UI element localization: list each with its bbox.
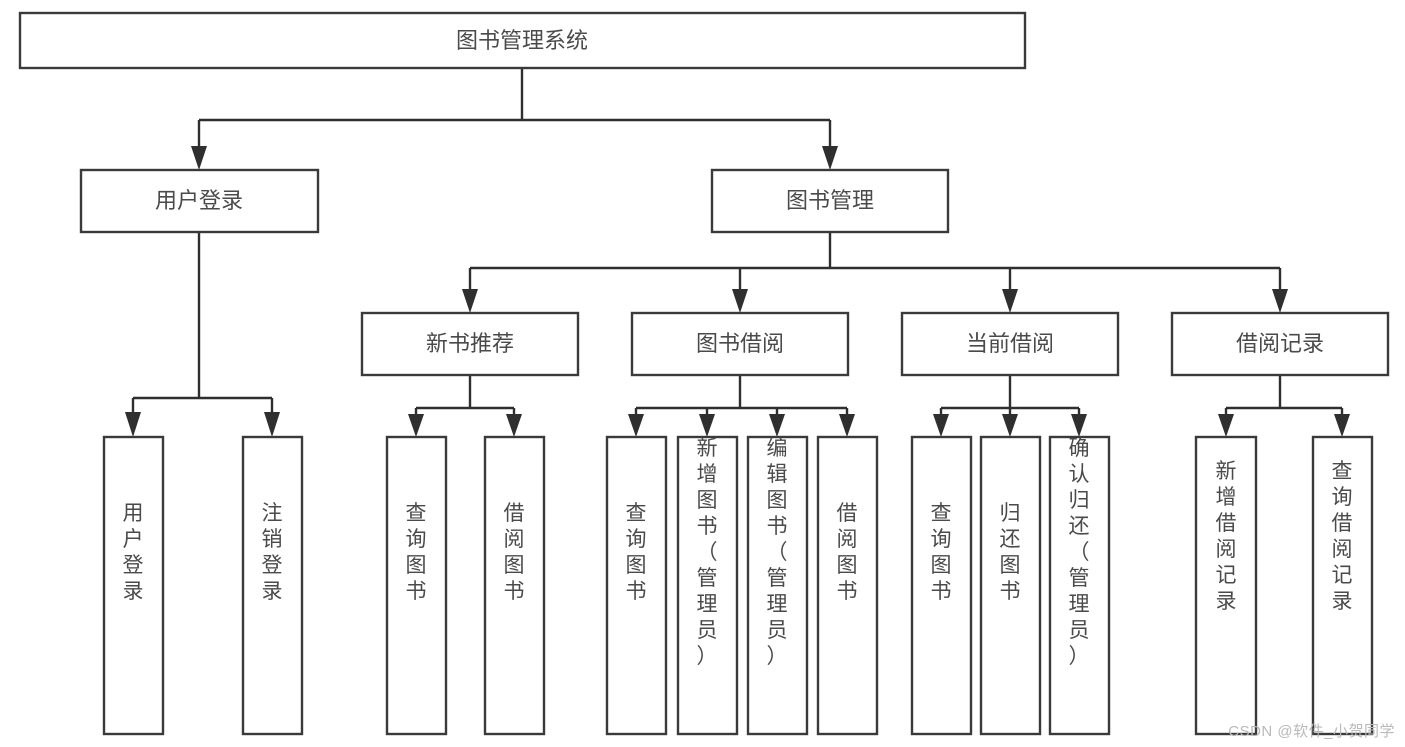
arrow-current-leaf1-icon [933,414,949,437]
arrow-book-c3-icon [1002,289,1018,313]
arrow-user-leaf1-icon [125,412,141,437]
leaf-book-borrow-4-box[interactable] [816,435,879,736]
node-user-login-label: 用户登录 [155,188,243,213]
leaf-new-book-1-box[interactable] [385,435,448,736]
node-borrow-record-label: 借阅记录 [1236,331,1324,356]
arrow-borrow-leaf4-icon [839,414,855,437]
leaf-book-borrow-2-label: 新增图书（管理员） [697,437,718,668]
arrow-root-to-book-icon [822,146,838,170]
arrow-book-c1-icon [462,289,478,313]
arrow-book-c2-icon [732,289,748,313]
leaf-current-borrow-1[interactable]: 查询图书 [910,435,973,736]
arrow-current-leaf2-icon [1002,414,1018,437]
arrow-current-leaf3-icon [1071,414,1087,437]
node-root[interactable]: 图书管理系统 [18,11,1027,70]
leaf-new-book-2-label: 借阅图书 [504,502,525,603]
leaf-current-borrow-3-label: 确认归还（管理员） [1069,437,1090,668]
arrow-new-leaf2-icon [506,414,522,437]
leaf-book-borrow-1-label: 查询图书 [626,502,647,603]
leaf-book-borrow-2[interactable]: 新增图书（管理员） [676,435,739,736]
arrow-borrow-leaf2-icon [699,414,715,437]
node-borrow-record-box[interactable] [1170,311,1390,377]
node-user-login[interactable]: 用户登录 [79,168,320,234]
leaf-user-login-1[interactable]: 用户登录 [102,435,165,736]
leaf-current-borrow-2[interactable]: 归还图书 [979,435,1042,736]
node-book-borrow-box[interactable] [630,311,850,377]
leaf-borrow-record-1[interactable]: 新增借阅记录 [1194,435,1258,736]
node-current-borrow-box[interactable] [900,311,1120,377]
leaf-borrow-record-2[interactable]: 查询借阅记录 [1311,435,1374,736]
leaf-book-borrow-1[interactable]: 查询图书 [605,435,668,736]
node-book-borrow[interactable]: 图书借阅 [630,311,850,377]
node-book-management-label: 图书管理 [786,188,874,213]
node-borrow-record[interactable]: 借阅记录 [1170,311,1390,377]
leaf-book-borrow-2-box[interactable] [676,435,739,736]
node-new-book-recommend-box[interactable] [360,311,580,377]
arrow-record-leaf2-icon [1334,414,1350,437]
leaf-new-book-1-label: 查询图书 [406,502,427,603]
leaf-book-borrow-3[interactable]: 编辑图书（管理员） [746,435,809,736]
leaf-user-login-2[interactable]: 注销登录 [241,435,304,736]
leaf-new-book-2-box[interactable] [483,435,546,736]
leaf-borrow-record-1-box[interactable] [1194,435,1258,736]
node-new-book-recommend[interactable]: 新书推荐 [360,311,580,377]
leaf-user-login-2-box[interactable] [241,435,304,736]
arrow-record-leaf1-icon [1218,414,1234,437]
leaf-current-borrow-1-label: 查询图书 [931,502,952,603]
arrow-borrow-leaf3-icon [769,414,785,437]
node-current-borrow[interactable]: 当前借阅 [900,311,1120,377]
node-book-management-box[interactable] [710,168,950,234]
node-root-label: 图书管理系统 [456,28,588,53]
node-book-management[interactable]: 图书管理 [710,168,950,234]
leaf-current-borrow-2-box[interactable] [979,435,1042,736]
node-book-borrow-label: 图书借阅 [696,331,784,356]
node-user-login-box[interactable] [79,168,320,234]
leaf-current-borrow-3[interactable]: 确认归还（管理员） [1048,435,1111,736]
leaf-current-borrow-1-box[interactable] [910,435,973,736]
arrow-book-c4-icon [1272,289,1288,313]
leaf-user-login-1-box[interactable] [102,435,165,736]
leaf-user-login-2-label: 注销登录 [262,502,283,603]
leaf-book-borrow-1-box[interactable] [605,435,668,736]
leaf-new-book-1[interactable]: 查询图书 [385,435,448,736]
leaf-book-borrow-4[interactable]: 借阅图书 [816,435,879,736]
leaf-borrow-record-2-label: 查询借阅记录 [1332,460,1353,613]
node-current-borrow-label: 当前借阅 [966,331,1054,356]
node-root-box[interactable] [18,11,1027,70]
leaf-new-book-2[interactable]: 借阅图书 [483,435,546,736]
node-new-book-recommend-label: 新书推荐 [426,331,514,356]
leaf-user-login-1-label: 用户登录 [123,502,144,603]
leaf-book-borrow-3-box[interactable] [746,435,809,736]
leaf-book-borrow-3-label: 编辑图书（管理员） [767,437,788,668]
arrow-root-to-user-icon [191,146,207,170]
leaf-current-borrow-2-label: 归还图书 [1000,502,1021,603]
arrow-borrow-leaf1-icon [628,414,644,437]
leaf-book-borrow-4-label: 借阅图书 [837,502,858,603]
arrow-new-leaf1-icon [408,414,424,437]
leaf-borrow-record-2-box[interactable] [1311,435,1374,736]
connector-group [125,68,1350,437]
leaf-borrow-record-1-label: 新增借阅记录 [1216,460,1237,613]
leaf-current-borrow-3-box[interactable] [1048,435,1111,736]
arrow-user-leaf2-icon [264,412,280,437]
